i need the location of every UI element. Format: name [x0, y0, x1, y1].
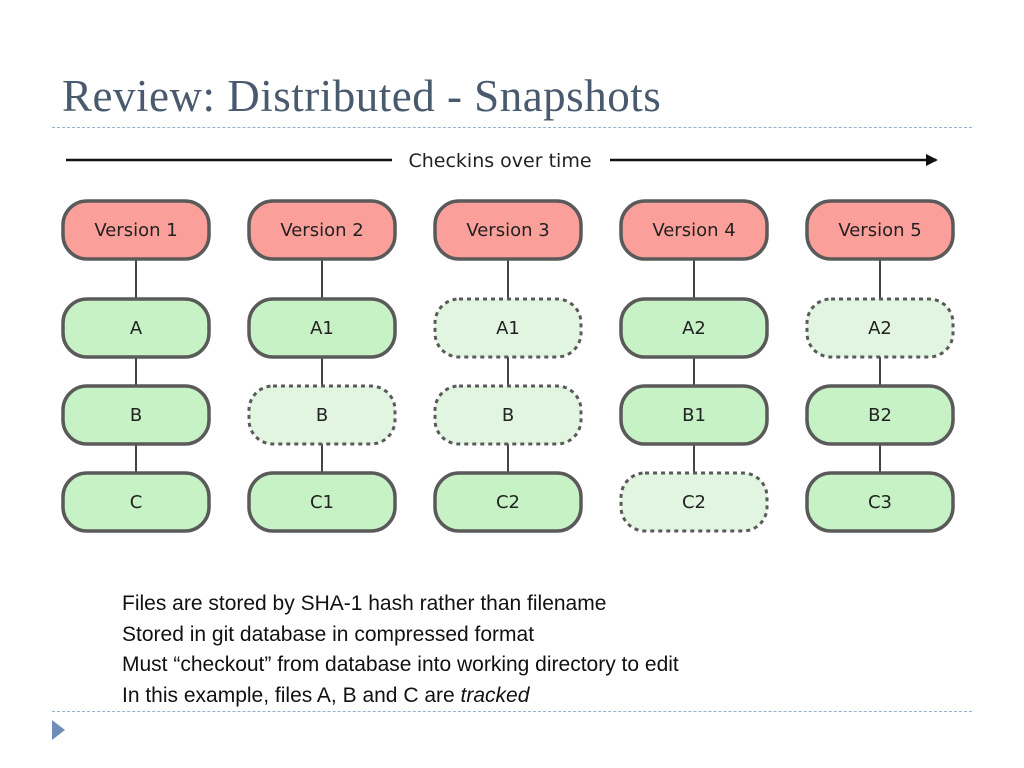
file-node — [247, 297, 397, 359]
version-label: Version 4 — [652, 220, 735, 241]
file-node — [619, 384, 769, 446]
file-node — [433, 471, 583, 533]
version-node — [247, 199, 397, 261]
version-columns: Version 1 A B C Version 2 A1B C1 Version 3 A1B C2… — [61, 199, 955, 533]
note-emphasis: tracked — [460, 683, 530, 707]
file-node — [805, 384, 955, 446]
version-column: Version 2 A1B C1 — [247, 199, 397, 533]
file-label: C1 — [310, 492, 334, 513]
version-column: Version 3 A1B C2 — [433, 199, 583, 533]
file-node — [61, 297, 211, 359]
file-label: A — [130, 318, 143, 339]
file-label: B — [502, 405, 514, 426]
note-text: In this example, files A, B and C are — [122, 683, 461, 707]
version-node — [61, 199, 211, 261]
version-node — [619, 199, 769, 261]
timeline-label: Checkins over time — [408, 150, 591, 172]
file-label: A2 — [682, 318, 706, 339]
file-label: C — [130, 492, 143, 513]
note-item: Must “checkout” from database into worki… — [122, 650, 679, 681]
title-divider — [52, 127, 972, 128]
file-label: C2 — [496, 492, 520, 513]
file-node-unchanged — [433, 297, 583, 359]
file-label: B — [130, 405, 142, 426]
version-node — [433, 199, 583, 261]
file-label: A1 — [496, 318, 520, 339]
file-node-unchanged — [433, 384, 583, 446]
footer-divider — [52, 711, 972, 712]
file-label: B — [316, 405, 328, 426]
file-node-unchanged — [247, 384, 397, 446]
snapshots-diagram: Checkins over time Version 1 A B C Version 2… — [61, 150, 955, 533]
triangle-right-icon[interactable] — [52, 720, 65, 740]
file-label: A1 — [310, 318, 334, 339]
file-node-unchanged — [805, 297, 955, 359]
file-label: C3 — [868, 492, 892, 513]
file-label: B1 — [682, 405, 706, 426]
version-node — [805, 199, 955, 261]
note-text: Must “checkout” from database into worki… — [122, 653, 679, 676]
note-item: Stored in git database in compressed for… — [122, 620, 679, 651]
file-label: A2 — [868, 318, 892, 339]
version-label: Version 2 — [280, 220, 363, 241]
note-item: Files are stored by SHA-1 hash rather th… — [122, 589, 679, 620]
version-label: Version 5 — [838, 220, 921, 241]
file-node — [247, 471, 397, 533]
version-column: Version 1 A B C — [61, 199, 211, 533]
file-label: C2 — [682, 492, 706, 513]
file-node — [61, 471, 211, 533]
slide-title: Review: Distributed - Snapshots — [62, 71, 662, 121]
note-text: Files are stored by SHA-1 hash rather th… — [122, 592, 607, 615]
file-node — [61, 384, 211, 446]
file-node — [805, 471, 955, 533]
file-label: B2 — [868, 405, 892, 426]
note-item: In this example, files A, B and C are tr… — [122, 681, 679, 712]
file-node-unchanged — [619, 471, 769, 533]
notes-list: Files are stored by SHA-1 hash rather th… — [122, 589, 679, 711]
file-node — [619, 297, 769, 359]
version-label: Version 3 — [466, 220, 549, 241]
note-text: Stored in git database in compressed for… — [122, 622, 535, 646]
version-label: Version 1 — [94, 220, 177, 241]
